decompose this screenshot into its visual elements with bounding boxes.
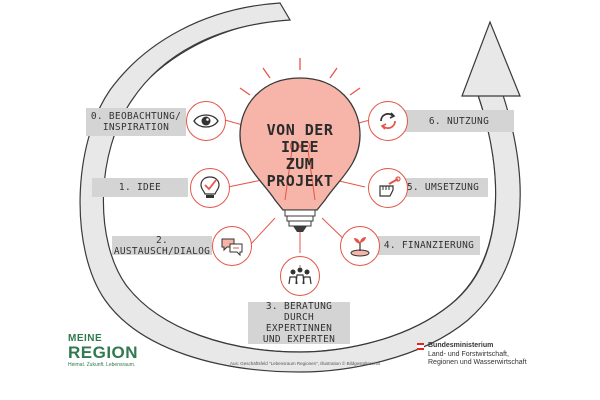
step-label-1-line1: 1. IDEE [118, 182, 162, 193]
step-label-3: 3. BERATUNG DURCH EXPERTINNEN UND EXPERT… [248, 301, 350, 345]
step-label-0: 0. BEOBACHTUNG/ INSPIRATION [86, 108, 186, 136]
step-icon-circle-6 [368, 101, 408, 141]
logo-tagline: Heimat. Zukunft. Lebensraum. [68, 362, 136, 368]
step-label-4: 4. FINANZIERUNG [378, 236, 480, 255]
step-label-6: 6. NUTZUNG [404, 110, 514, 132]
step-label-6-line1: 6. NUTZUNG [428, 115, 490, 127]
lightbulb-check-icon [200, 176, 220, 198]
ministry-line1: Bundesministerium [428, 342, 494, 349]
step-label-4-line1: 4. FINANZIERUNG [383, 240, 475, 251]
step-label-2: 2. AUSTAUSCH/DIALOG [112, 234, 212, 257]
logo-text-top: MEINE [68, 333, 103, 344]
step-icon-circle-3 [280, 256, 320, 296]
recycle-arrows-icon [380, 112, 396, 130]
fist-wrench-icon [379, 176, 401, 197]
illustration-credit: Aus: Geschäftsfeld "Lebensraum Regionen"… [230, 361, 380, 366]
ministry-block: Bundesministerium Land- und Forstwirtsch… [428, 342, 527, 368]
bulb-title: VON DER IDEE ZUM PROJEKT [252, 122, 348, 190]
group-icon [288, 265, 312, 285]
sprout-coin-icon [350, 237, 370, 257]
eye-icon [193, 114, 219, 128]
ministry-line3: Regionen und Wasserwirtschaft [428, 359, 527, 366]
step-icon-circle-5 [368, 168, 408, 208]
step-label-0-line2: INSPIRATION [102, 122, 170, 133]
step-label-5: 5. UMSETZUNG [398, 178, 488, 197]
step-icon-circle-0 [186, 101, 226, 141]
step-label-1: 1. IDEE [92, 178, 188, 197]
speech-bubbles-icon [221, 238, 243, 257]
step-icon-circle-1 [190, 168, 230, 208]
ministry-line2: Land- und Forstwirtschaft, [428, 350, 509, 358]
step-label-3-line3: UND EXPERTEN [262, 334, 336, 345]
logo-text-main: REGION [68, 343, 139, 362]
step-label-3-line1: 3. BERATUNG [265, 301, 333, 312]
step-label-2-line1: 2. AUSTAUSCH/DIALOG [113, 234, 211, 257]
bulb-title-line1: VON DER IDEE [266, 121, 334, 156]
step-label-3-line2: DURCH EXPERTINNEN [265, 312, 333, 334]
bulb-title-line2: ZUM PROJEKT [266, 155, 334, 190]
austria-flag-icon [417, 343, 424, 350]
step-label-5-line1: 5. UMSETZUNG [406, 182, 480, 193]
step-icon-circle-2 [212, 226, 252, 266]
step-icon-circle-4 [340, 226, 380, 266]
step-label-0-line1: 0. BEOBACHTUNG/ [90, 111, 182, 122]
